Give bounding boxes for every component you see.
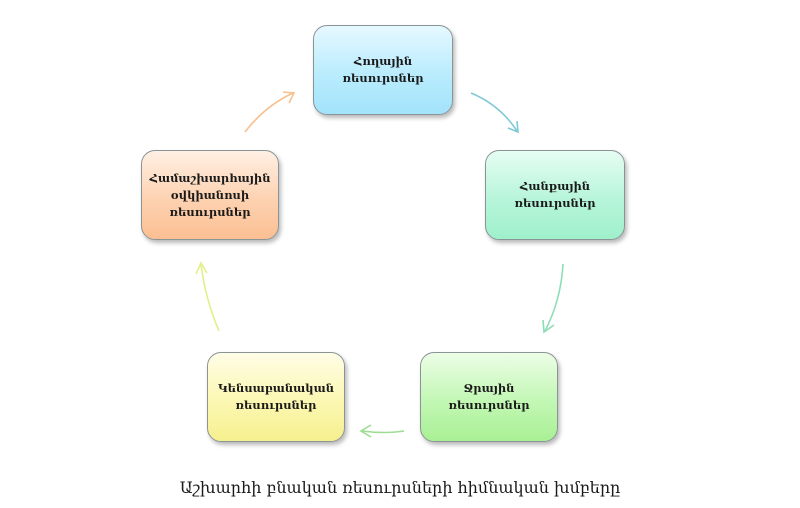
node-water-resources: Ջրային ռեսուրսներ [420, 352, 558, 442]
node-label: Հանքային ռեսուրսներ [514, 179, 596, 210]
node-ocean-resources: Համաշխարհային օվկիանոսի ռեսուրսներ [141, 150, 279, 240]
node-label: Կենսաբանական ռեսուրսներ [218, 381, 334, 412]
arrow-ocean-to-land [244, 91, 296, 133]
node-biological-resources: Կենսաբանական ռեսուրսներ [207, 352, 345, 442]
arrow-biological-to-ocean [195, 261, 220, 332]
arrow-mineral-to-water [542, 263, 564, 334]
arrow-land-to-mineral [470, 92, 519, 134]
node-label: Ջրային ռեսուրսներ [448, 381, 530, 412]
node-label: Հողային ռեսուրսներ [342, 54, 424, 85]
node-mineral-resources: Հանքային ռեսուրսներ [485, 150, 625, 240]
figure-caption: Աշխարհի բնական ռեսուրսների հիմնական խմբե… [179, 478, 621, 497]
node-land-resources: Հողային ռեսուրսներ [313, 25, 453, 115]
arrow-water-to-biological [359, 424, 405, 438]
node-label: Համաշխարհային օվկիանոսի ռեսուրսներ [149, 170, 271, 219]
